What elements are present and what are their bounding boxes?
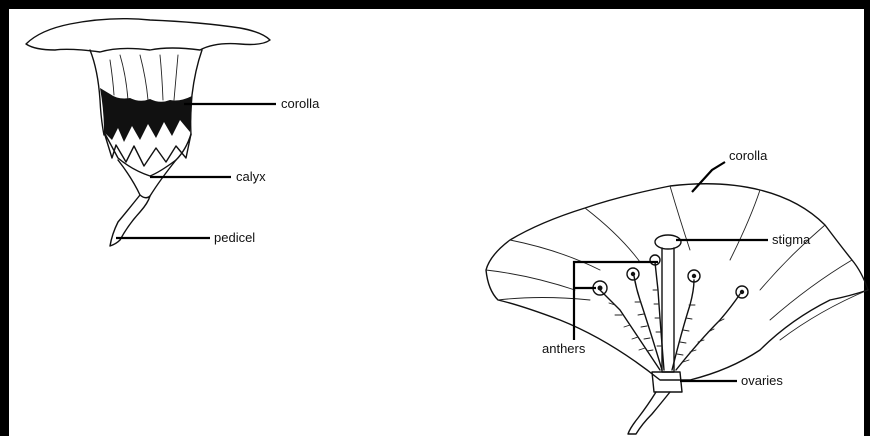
left-flower <box>26 19 270 246</box>
left-corolla-rim <box>26 19 270 52</box>
right-corolla-veins <box>486 186 868 340</box>
left-corolla-shading <box>100 88 192 142</box>
left-calyx <box>104 132 191 176</box>
right-flower <box>486 184 868 434</box>
right-anthers-label: anthers <box>542 341 586 356</box>
left-corolla-label: corolla <box>281 96 320 111</box>
right-anthers-bracket <box>574 262 658 340</box>
left-calyx-label: calyx <box>236 169 266 184</box>
left-pedicel-label: pedicel <box>214 230 255 245</box>
stamens <box>593 255 748 370</box>
anther <box>631 272 635 276</box>
left-corolla-veins <box>110 55 178 100</box>
right-corolla-leader <box>692 162 725 192</box>
anther <box>692 274 696 278</box>
right-style <box>662 248 674 372</box>
anther <box>598 286 603 291</box>
right-corolla-label: corolla <box>729 148 768 163</box>
right-stigma-label: stigma <box>772 232 811 247</box>
right-stem <box>628 392 670 434</box>
right-stigma <box>655 235 681 249</box>
stamen-filament <box>672 280 694 370</box>
right-ovaries-label: ovaries <box>741 373 783 388</box>
stamen-hairs <box>609 290 724 362</box>
anther <box>740 290 744 294</box>
right-ovary <box>652 372 682 392</box>
